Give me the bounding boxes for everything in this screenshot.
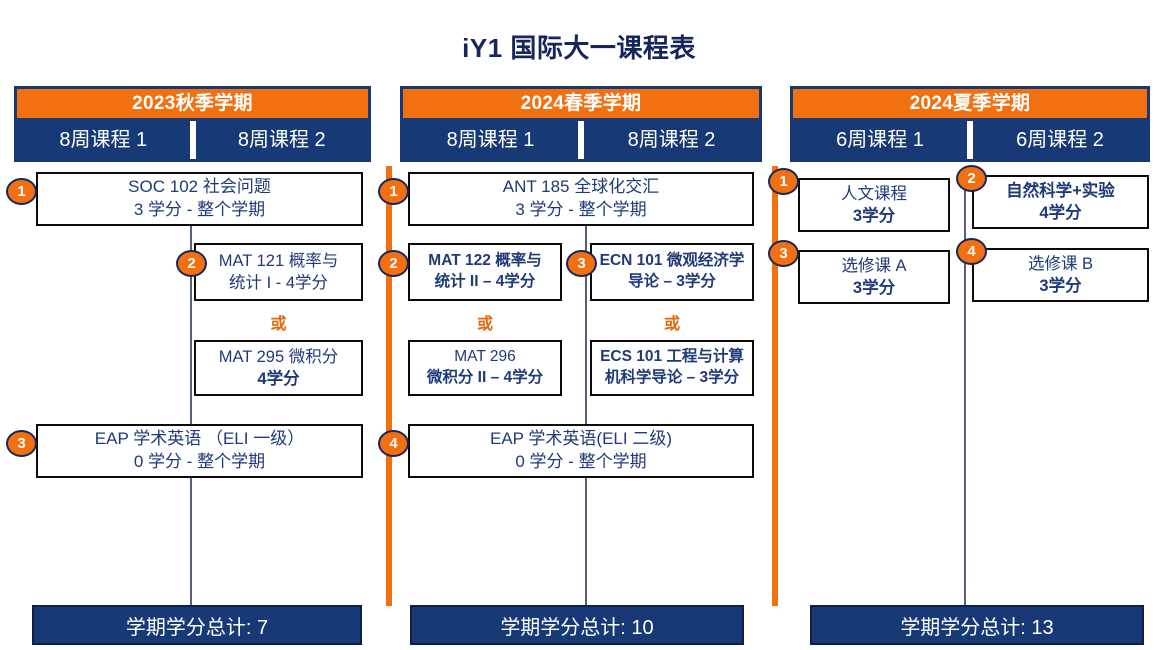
course-box-eap-eli-1[interactable]: EAP 学术英语 （ELI 一级） 0 学分 - 整个学期 [36, 424, 363, 478]
subcolumn-divider [578, 121, 584, 159]
course-line1: MAT 121 概率与 [218, 251, 339, 270]
subcolumn-spring-2024-2: 8周课程 2 [584, 121, 759, 159]
subcolumn-divider [967, 121, 973, 159]
course-box-mat-121[interactable]: MAT 121 概率与 统计 I - 4学分 [194, 243, 363, 301]
course-line2: 4学分 [1039, 204, 1082, 222]
course-box-mat-122[interactable]: MAT 122 概率与 统计 II – 4学分 [408, 243, 562, 301]
course-line1: MAT 122 概率与 [428, 252, 542, 270]
course-box-ant-185[interactable]: ANT 185 全球化交汇 3 学分 - 整个学期 [408, 172, 754, 226]
or-label-spring-2: 或 [663, 316, 680, 333]
course-line1: 自然科学+实验 [1006, 181, 1115, 200]
timeline-rail-spring [386, 166, 392, 606]
course-line2: 统计 I - 4学分 [228, 274, 328, 292]
badge-fall-2: 2 [176, 250, 207, 277]
badge-summer-1: 1 [768, 168, 799, 195]
subcolumn-fall-2023-1: 8周课程 1 [17, 121, 190, 159]
term-footer-summer-2024: 学期学分总计: 13 [810, 605, 1144, 645]
page-title: iY1 国际大一课程表 [462, 33, 696, 63]
badge-summer-2: 2 [956, 165, 987, 192]
course-line1: 选修课 B [1027, 254, 1094, 273]
or-label-fall-1: 或 [270, 316, 287, 333]
course-box-ecn-101[interactable]: ECN 101 微观经济学 导论 – 3学分 [590, 243, 754, 301]
term-footer-fall-2023: 学期学分总计: 7 [32, 605, 362, 645]
course-line2: 机科学导论 – 3学分 [604, 369, 740, 386]
course-line2: 3学分 [852, 279, 896, 297]
course-line2: 3学分 [1039, 277, 1082, 295]
badge-summer-4: 4 [956, 238, 987, 265]
course-line1: ANT 185 全球化交汇 [502, 177, 660, 197]
badge-fall-1: 1 [6, 178, 37, 205]
badge-summer-3: 3 [768, 240, 799, 267]
connector-line-summer [964, 172, 966, 612]
course-line2: 0 学分 - 整个学期 [515, 452, 647, 471]
course-line1: ECN 101 微观经济学 [599, 252, 745, 270]
course-box-elective-b[interactable]: 选修课 B 3学分 [972, 248, 1149, 302]
subcolumn-spring-2024-1: 8周课程 1 [403, 121, 578, 159]
course-line2: 微积分 II – 4学分 [426, 369, 544, 386]
course-line2: 导论 – 3学分 [628, 273, 716, 290]
course-box-ecs-101[interactable]: ECS 101 工程与计算 机科学导论 – 3学分 [590, 340, 754, 396]
course-line2: 4学分 [257, 370, 300, 388]
course-line1: 人文课程 [841, 184, 907, 203]
course-line1: SOC 102 社会问题 [128, 177, 271, 197]
course-box-soc-102[interactable]: SOC 102 社会问题 3 学分 - 整个学期 [36, 172, 363, 226]
course-box-mat-295[interactable]: MAT 295 微积分 4学分 [194, 340, 363, 396]
timeline-rail-summer-left [772, 166, 778, 606]
connector-line-fall [190, 172, 192, 612]
subcolumn-row-summer-2024: 6周课程 1 6周课程 2 [793, 121, 1147, 159]
subcolumn-summer-2024-2: 6周课程 2 [973, 121, 1147, 159]
course-line2: 3 学分 - 整个学期 [133, 200, 266, 219]
course-line1: EAP 学术英语 （ELI 一级） [94, 429, 305, 449]
badge-spring-1: 1 [378, 178, 409, 205]
term-title-fall-2023: 2023秋季学期 [17, 89, 368, 118]
connector-line-spring [585, 172, 587, 612]
course-box-natural-science-lab[interactable]: 自然科学+实验 4学分 [972, 175, 1149, 229]
subcolumn-divider [189, 121, 196, 159]
course-line2: 3 学分 - 整个学期 [515, 200, 647, 219]
course-box-mat-296[interactable]: MAT 296 微积分 II – 4学分 [408, 340, 562, 396]
subcolumn-row-fall-2023: 8周课程 1 8周课程 2 [17, 121, 368, 159]
subcolumn-fall-2023-2: 8周课程 2 [195, 121, 368, 159]
term-footer-spring-2024: 学期学分总计: 10 [410, 605, 744, 645]
subcolumn-row-spring-2024: 8周课程 1 8周课程 2 [403, 121, 759, 159]
course-line1: MAT 295 微积分 [218, 347, 339, 366]
course-line1: 选修课 A [841, 256, 907, 275]
course-line2: 3学分 [852, 207, 896, 225]
badge-spring-4: 4 [378, 430, 409, 457]
course-line1: EAP 学术英语(ELI 二级) [490, 429, 672, 449]
badge-fall-3: 3 [6, 430, 37, 457]
term-title-summer-2024: 2024夏季学期 [793, 89, 1147, 118]
term-header-summer-2024: 2024夏季学期 6周课程 1 6周课程 2 [790, 86, 1150, 162]
term-header-spring-2024: 2024春季学期 8周课程 1 8周课程 2 [400, 86, 762, 162]
badge-spring-3: 3 [566, 250, 597, 277]
or-label-spring-1: 或 [476, 316, 493, 333]
course-line2: 统计 II – 4学分 [434, 273, 536, 290]
course-line1: MAT 296 [454, 348, 516, 366]
term-title-spring-2024: 2024春季学期 [403, 89, 759, 118]
badge-spring-2: 2 [378, 250, 409, 277]
course-box-elective-a[interactable]: 选修课 A 3学分 [798, 250, 950, 304]
course-line1: ECS 101 工程与计算 [600, 348, 744, 366]
course-box-humanities[interactable]: 人文课程 3学分 [798, 178, 950, 232]
course-box-eap-eli-2[interactable]: EAP 学术英语(ELI 二级) 0 学分 - 整个学期 [408, 424, 754, 478]
term-header-fall-2023: 2023秋季学期 8周课程 1 8周课程 2 [14, 86, 371, 162]
course-line2: 0 学分 - 整个学期 [133, 452, 266, 471]
subcolumn-summer-2024-1: 6周课程 1 [793, 121, 967, 159]
